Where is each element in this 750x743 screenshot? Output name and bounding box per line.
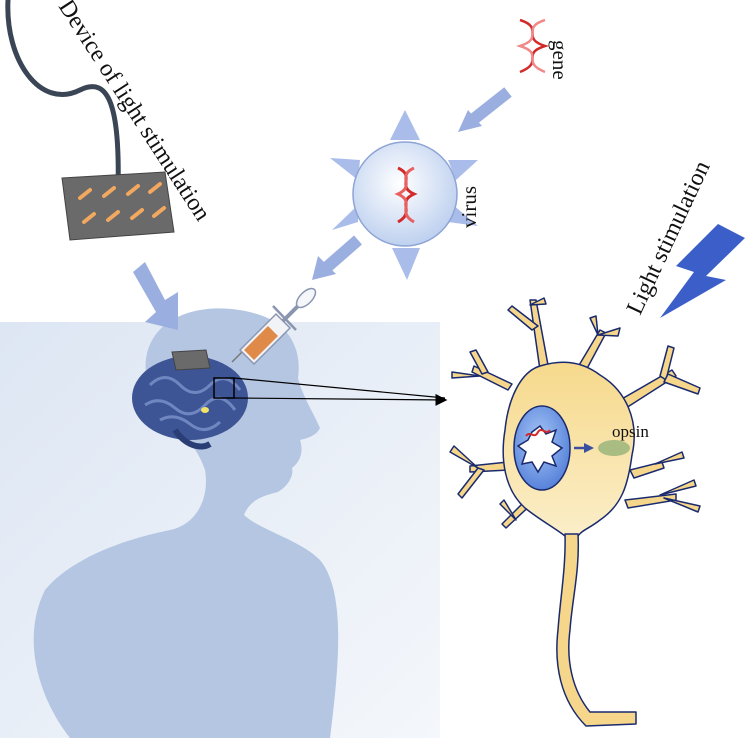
- human-figure: [33, 308, 339, 738]
- label-opsin: opsin: [612, 422, 649, 441]
- implanted-device: [171, 349, 211, 371]
- lightning-bolt-icon: [660, 224, 745, 318]
- opsin-protein: [598, 440, 630, 456]
- expression-arrow: [574, 443, 594, 453]
- arrow-gene-to-virus: [458, 87, 512, 132]
- arrow-device-to-head: [133, 262, 178, 330]
- zoom-line-top: [233, 377, 446, 399]
- arrow-virus-to-syringe: [312, 235, 362, 280]
- brain: [132, 356, 248, 450]
- neuron: [449, 297, 701, 727]
- label-virus: virus: [457, 186, 481, 228]
- device-cable: [5, 0, 121, 193]
- label-light-stimulation: Light stimulation: [622, 157, 716, 318]
- label-gene: gene: [548, 40, 572, 80]
- virus: [330, 110, 478, 280]
- zoom-arrow: [233, 393, 448, 406]
- gene-dna-icon: [515, 18, 550, 74]
- nucleus: [513, 405, 571, 491]
- syringe: [231, 287, 317, 366]
- light-device: [61, 171, 175, 241]
- zoom-region: [213, 377, 235, 399]
